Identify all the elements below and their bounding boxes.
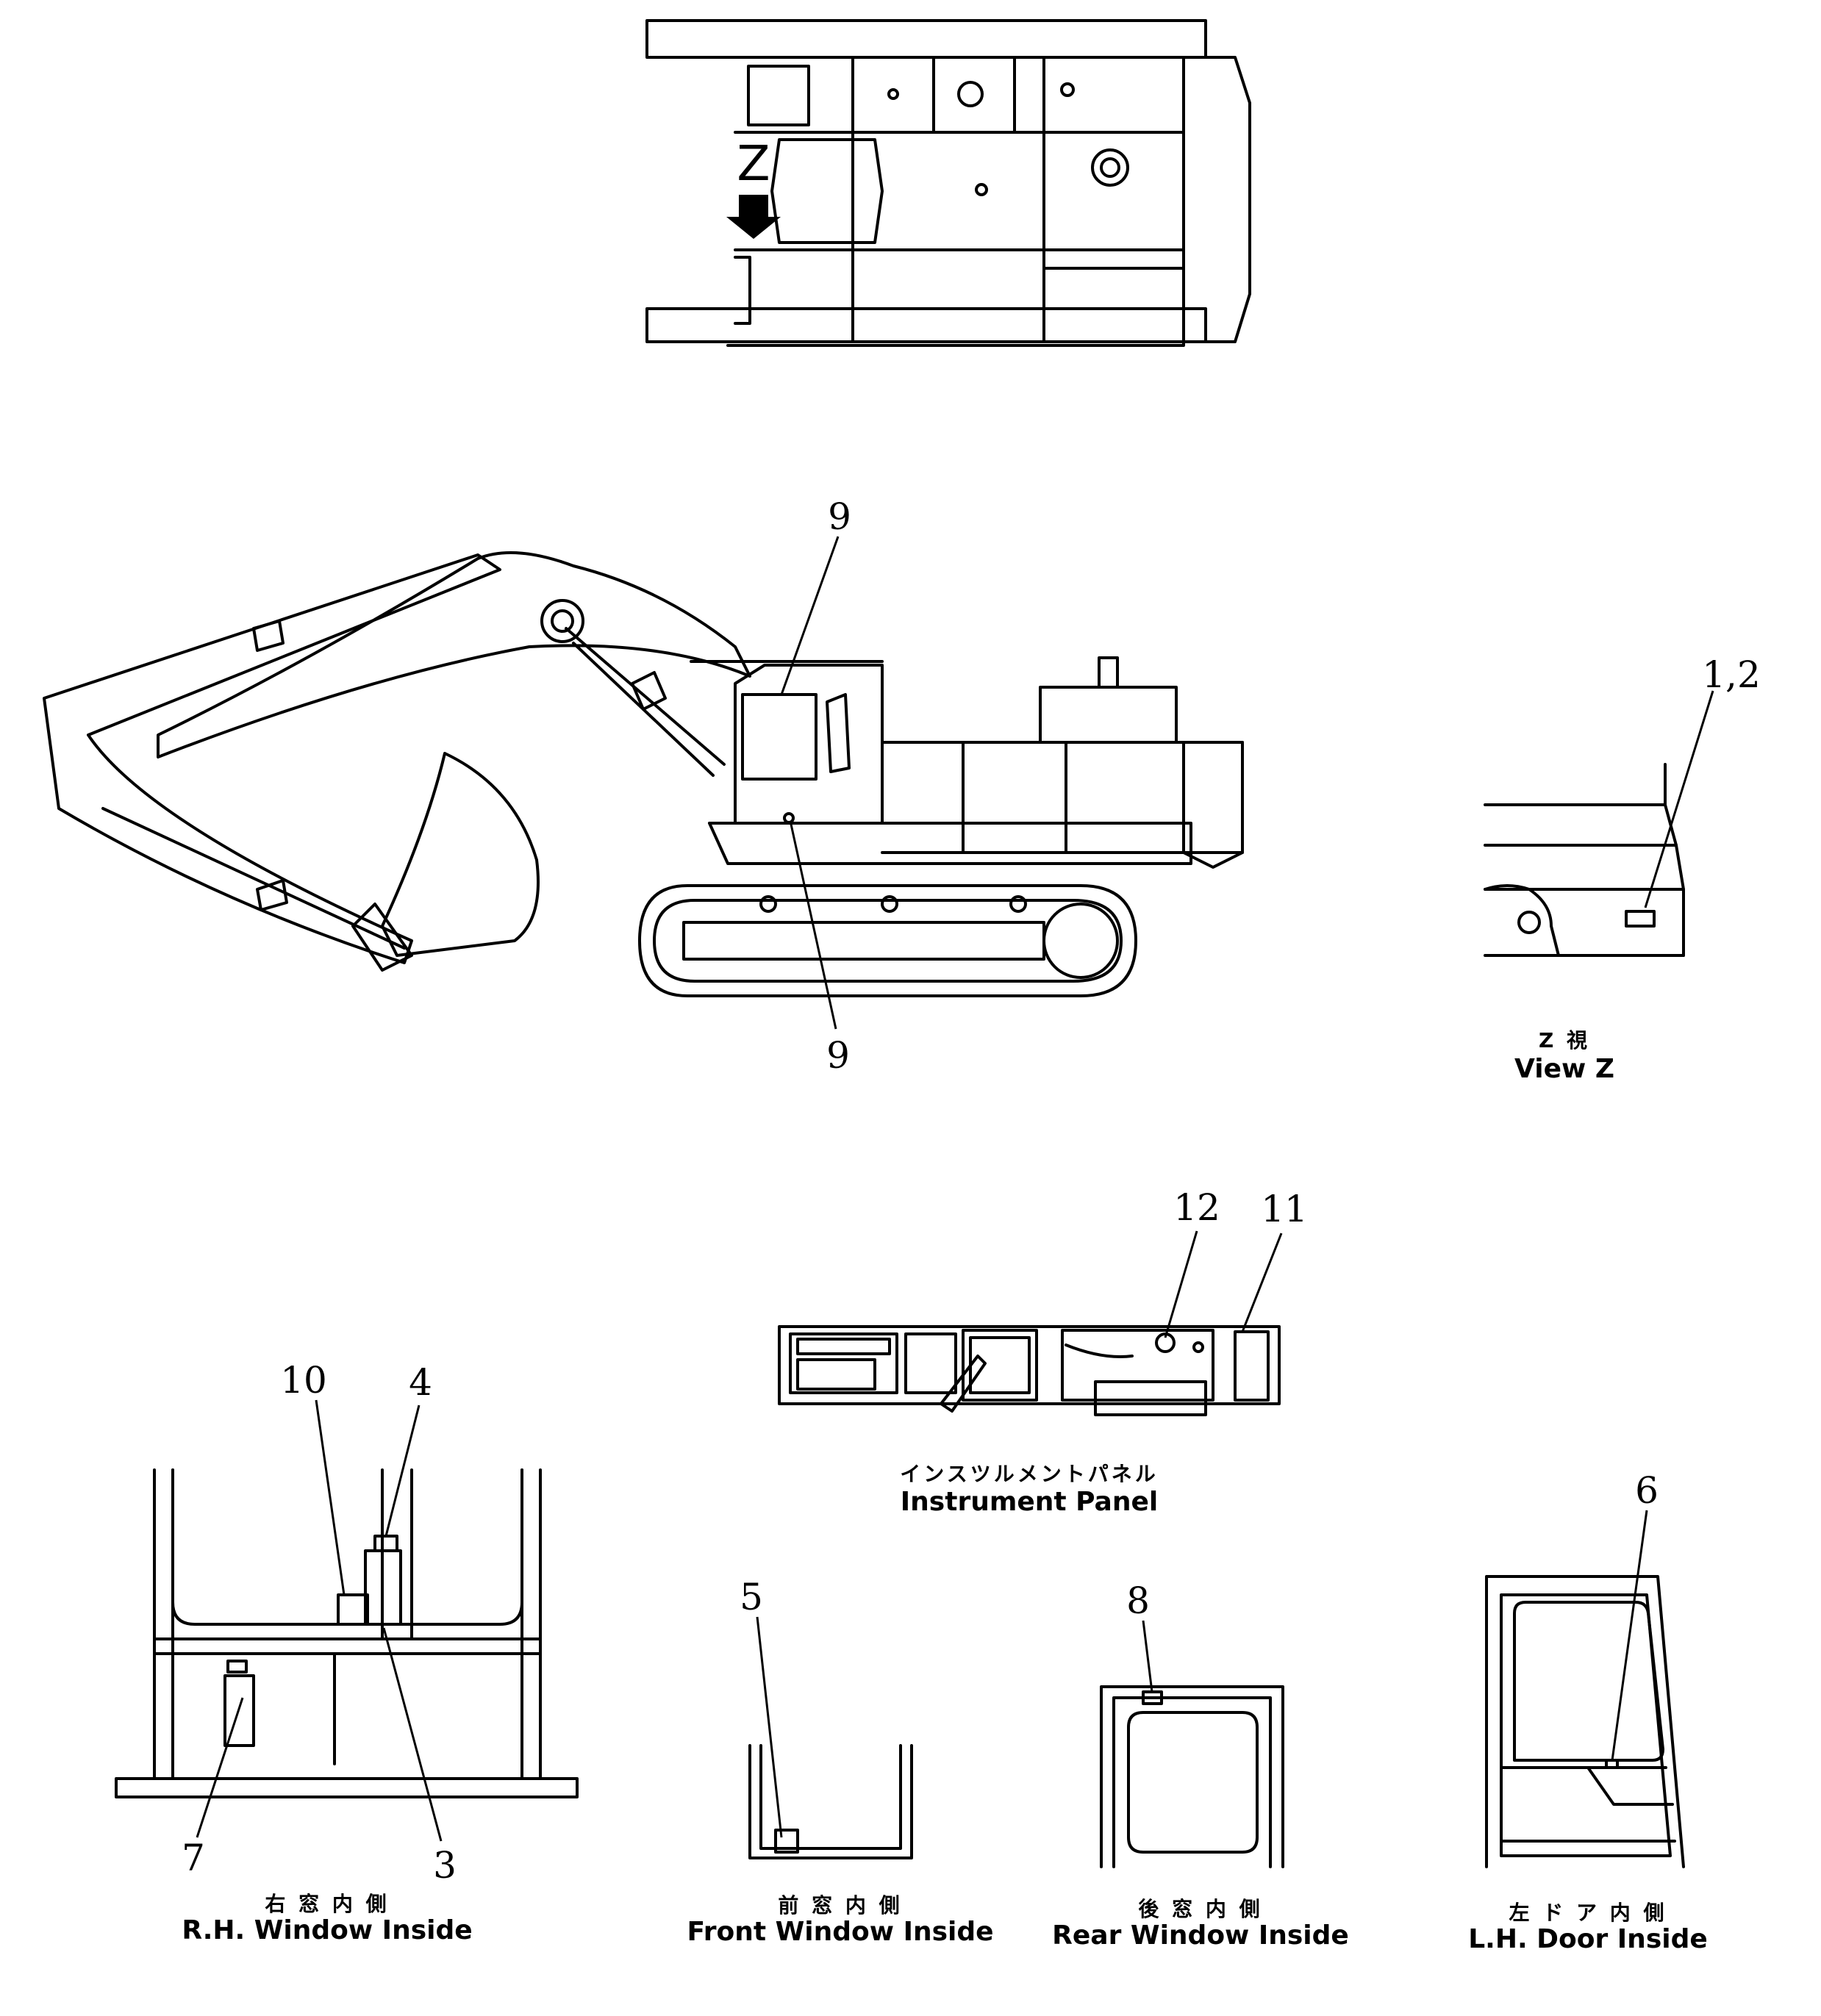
leader-6 — [1611, 1510, 1648, 1761]
caption-rear-window-en: Rear Window Inside — [1052, 1920, 1349, 1951]
callout-5: 5 — [740, 1576, 763, 1618]
callout-8: 8 — [1126, 1579, 1150, 1622]
callout-11: 11 — [1261, 1188, 1308, 1230]
caption-front-window-jp: 前 窓 内 側 — [778, 1893, 902, 1918]
leader-1-2 — [1644, 690, 1714, 908]
callout-3: 3 — [433, 1844, 457, 1887]
leader-8 — [1142, 1620, 1153, 1693]
callout-1-2: 1,2 — [1702, 653, 1761, 696]
callout-9-bottom: 9 — [826, 1034, 850, 1077]
leader-3 — [382, 1627, 443, 1842]
view-z-detail — [1484, 690, 1714, 957]
caption-instrument-panel-jp: インスツルメントパネル — [900, 1462, 1158, 1486]
caption-front-window-en: Front Window Inside — [687, 1917, 993, 1947]
leader-9-bottom — [789, 820, 837, 1030]
callout-9-top: 9 — [828, 495, 851, 538]
callout-6: 6 — [1635, 1469, 1659, 1512]
rh-window-detail — [115, 1399, 579, 1842]
leader-10 — [315, 1399, 346, 1596]
leader-9-top — [780, 536, 840, 695]
leader-4 — [384, 1405, 421, 1537]
view-z-arrow — [726, 195, 781, 239]
callout-7: 7 — [182, 1837, 205, 1879]
caption-instrument-panel-en: Instrument Panel — [901, 1487, 1158, 1517]
caption-lh-door-jp: 左 ド ア 内 側 — [1509, 1901, 1667, 1925]
leader-12 — [1164, 1230, 1198, 1338]
caption-view-z-jp: Z 視 — [1539, 1028, 1590, 1052]
caption-rh-window-en: R.H. Window Inside — [182, 1915, 472, 1945]
top-plan-view: Z — [645, 19, 1251, 347]
front-window-detail — [748, 1616, 913, 1859]
leader-7 — [196, 1697, 244, 1838]
caption-view-z-en: View Z — [1514, 1054, 1614, 1084]
callout-4: 4 — [409, 1361, 432, 1404]
caption-rear-window-jp: 後 窓 内 側 — [1138, 1897, 1262, 1921]
rear-window-detail — [1100, 1620, 1284, 1868]
callout-10: 10 — [280, 1359, 327, 1402]
lh-door-detail — [1485, 1510, 1685, 1868]
caption-rh-window-jp: 右 窓 内 側 — [265, 1892, 389, 1916]
caption-lh-door-en: L.H. Door Inside — [1468, 1924, 1708, 1954]
leader-5 — [756, 1616, 783, 1838]
callout-12: 12 — [1173, 1186, 1220, 1229]
excavator-side-view — [43, 536, 1244, 1030]
view-z-marker-label: Z — [737, 135, 770, 192]
leader-11 — [1241, 1233, 1283, 1332]
instrument-panel-detail — [778, 1230, 1283, 1416]
